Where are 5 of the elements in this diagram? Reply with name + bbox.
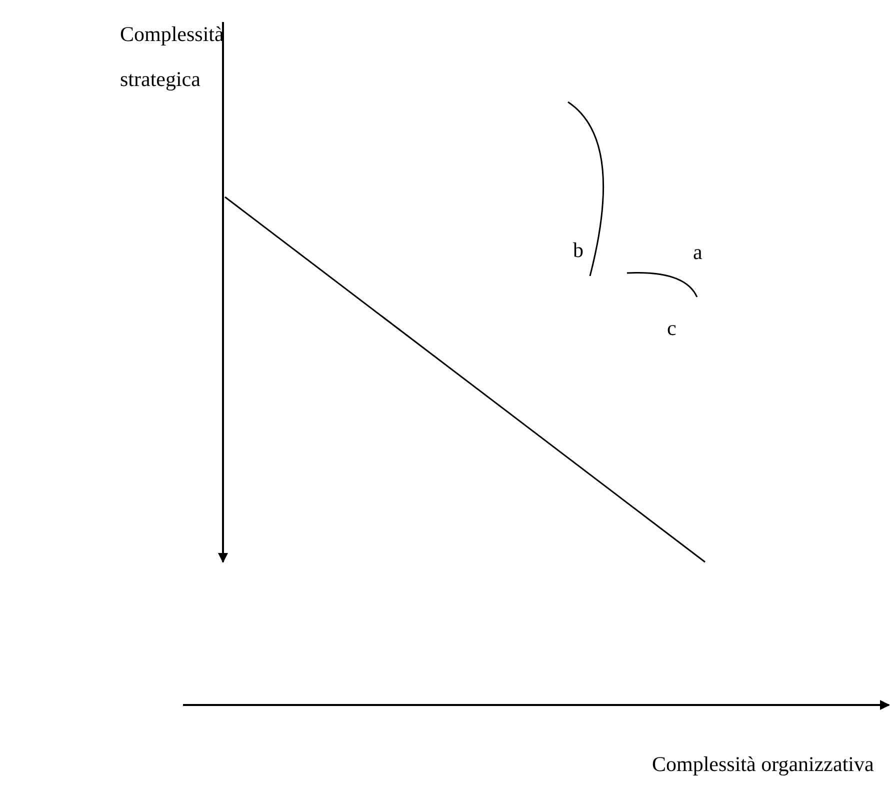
curve-label: b — [573, 237, 584, 264]
curve-label: a — [693, 239, 704, 266]
axis-label: Complessità organizzativa — [652, 751, 875, 778]
axis-label: Complessità strategica — [120, 21, 225, 93]
curve-label: c — [667, 315, 678, 342]
